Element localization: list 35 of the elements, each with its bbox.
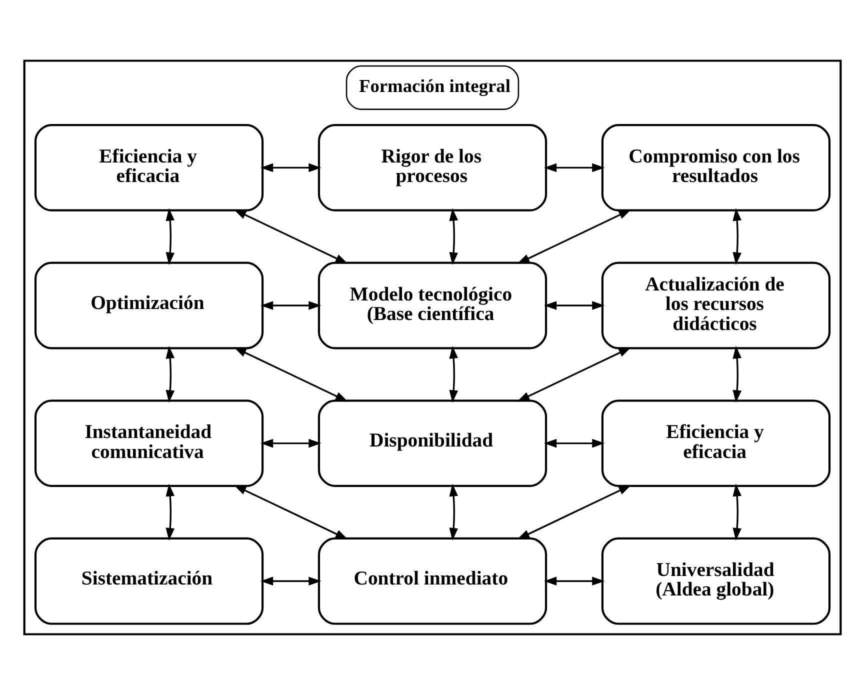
- arrow: [732, 208, 742, 264]
- arrow: [166, 345, 175, 402]
- arrow: [234, 484, 348, 539]
- arrow: [732, 483, 742, 540]
- arrow: [166, 483, 175, 540]
- arrow: [260, 576, 322, 586]
- node-box: Modelo tecnológico (Base científica: [318, 261, 548, 349]
- arrow: [260, 438, 322, 448]
- arrow: [260, 162, 322, 172]
- arrow: [544, 300, 605, 310]
- node-box: Rigor de los procesos: [318, 124, 548, 211]
- arrow: [260, 300, 322, 310]
- arrow: [732, 345, 742, 402]
- arrow: [544, 438, 605, 448]
- node-box: Disponibilidad: [318, 399, 548, 486]
- arrow: [449, 483, 458, 540]
- arrow: [449, 208, 458, 264]
- arrow: [166, 208, 175, 264]
- arrow: [234, 208, 348, 264]
- node-box: Eficiencia y eficacia: [34, 124, 264, 211]
- node-box: Optimización: [34, 261, 264, 349]
- node-box: Actualización de los recursos didácticos: [601, 261, 831, 349]
- arrow: [449, 345, 458, 402]
- arrow: [516, 208, 632, 264]
- node-box: Compromiso con los resultados: [601, 124, 831, 211]
- arrow: [516, 346, 632, 402]
- arrow: [544, 576, 605, 586]
- arrow: [516, 484, 632, 539]
- node-box: Instantaneidad comunicativa: [34, 399, 264, 486]
- node-box: Control inmediato: [318, 536, 548, 624]
- node-box: Sistematización: [34, 536, 264, 624]
- arrow: [234, 346, 348, 402]
- arrow: [544, 162, 605, 172]
- node-box: Eficiencia y eficacia: [601, 399, 831, 486]
- node-box: Universalidad (Aldea global): [601, 536, 831, 624]
